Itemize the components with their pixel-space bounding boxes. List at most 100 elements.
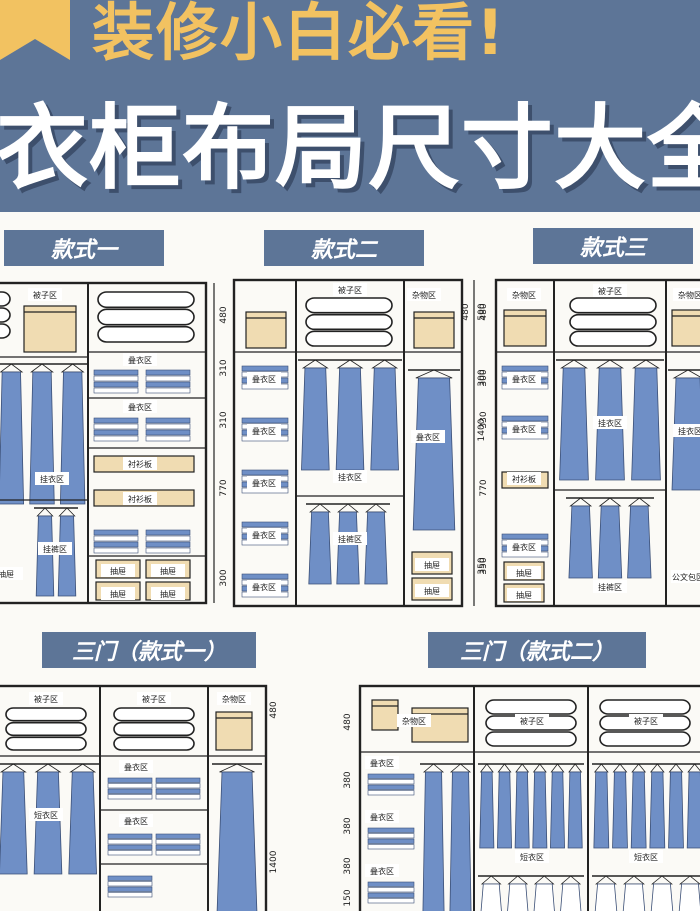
- wardrobe-3-hang-label-bg: [593, 416, 627, 429]
- wardrobe-1-fold-a-fold: [93, 369, 139, 376]
- wardrobe-1-fold-f-fold: [145, 547, 191, 554]
- wardrobe-5-fold-label-b-bg: [365, 810, 399, 823]
- wardrobe-3-hang-label: 挂衣区: [598, 418, 622, 428]
- wardrobe-5-short-d-hanger: [679, 875, 700, 885]
- wardrobe-5-short-a-hanger: [479, 763, 494, 773]
- style-4-title: 三门（款式一）: [42, 632, 256, 668]
- wardrobe-5-short-c-hanger: [631, 763, 647, 773]
- wardrobe-5-short-b-hanger: [480, 875, 502, 885]
- wardrobe-1-quilt-right-layer: [97, 308, 195, 326]
- wardrobe-1-hanging-hanger: [60, 363, 85, 373]
- wardrobe-5-fold-label-c: 叠衣区: [370, 866, 394, 876]
- wardrobe-4-hanging-hanger: [69, 763, 97, 773]
- wardrobe-1-fold-e-fold: [93, 541, 139, 548]
- wardrobe-2-dim-1400: 1400: [477, 418, 487, 441]
- wardrobe-3-shirt-label-bg: [507, 472, 541, 485]
- wardrobe-3-fold-label-b: 叠衣区: [512, 424, 536, 434]
- wardrobe-5-long-garment: [422, 771, 445, 911]
- wardrobe-5-short-a-hanger: [550, 763, 565, 773]
- wardrobe-2-dim-500: 500: [477, 303, 487, 320]
- wardrobe-3-pants-garment: [568, 505, 593, 579]
- wardrobe-4-long-garment: [216, 771, 258, 911]
- wardrobe-5-short-label-c-bg: [629, 850, 663, 863]
- wardrobe-4-frame: [0, 684, 268, 911]
- wardrobe-5-fold-c-fold: [367, 887, 415, 893]
- wardrobe-1-fold-c-fold: [93, 423, 139, 430]
- wardrobe-1-hanging-garment: [29, 371, 55, 505]
- wardrobe-5-short-label-a-bg: [515, 850, 549, 863]
- wardrobe-5-short-b-garment: [480, 883, 502, 911]
- wardrobe-5-short-c-hanger: [687, 763, 700, 773]
- wardrobe-2-fold-c-fold: [241, 469, 289, 476]
- wardrobe-5-short-c-hanger: [612, 763, 628, 773]
- wardrobe-1-fold-a-fold: [93, 387, 139, 394]
- wardrobe-5-short-label-c: 短衣区: [634, 852, 658, 862]
- wardrobe-5-fold-a-fold: [367, 773, 415, 779]
- wardrobe-2-fold-label-d-bg: [247, 528, 281, 541]
- wardrobe-4-quilt-left-layer: [5, 736, 87, 751]
- style-5-title: 三门（款式二）: [428, 632, 646, 668]
- wardrobe-4-short-label: 短衣区: [34, 810, 58, 820]
- wardrobe-4-fold-a-fold: [107, 794, 153, 800]
- wardrobe-5-short-c-garment: [686, 771, 700, 849]
- wardrobe-3-dim-480: 480: [479, 303, 489, 320]
- wardrobe-5-short-c-hanger: [649, 763, 665, 773]
- wardrobe-2-pants-hanger: [337, 503, 359, 513]
- wardrobe-5-long-hanger: [422, 763, 445, 773]
- wardrobe-1-hang-label: 挂衣区: [40, 474, 64, 484]
- headline-main: 衣柜布局尺寸大全: [0, 95, 700, 202]
- wardrobe-2-drawer-label-b: 抽屉: [424, 586, 440, 596]
- wardrobe-1-pants-hanger: [58, 507, 76, 517]
- wardrobe-4-fold-c-fold: [107, 844, 153, 850]
- wardrobe-5-short-b-garment: [560, 883, 582, 911]
- wardrobe-3-quilt-layer: [569, 297, 657, 314]
- wardrobe-3-pants-hanger: [627, 497, 651, 507]
- wardrobe-4-misc-label-bg: [217, 692, 251, 705]
- wardrobe-2-hanging-garment: [370, 367, 399, 471]
- wardrobe-2-hanging-hanger: [301, 359, 329, 369]
- style-2-title: 款式二: [264, 230, 424, 266]
- wardrobe-3-pants-hanger: [569, 497, 593, 507]
- wardrobe-3-fold-label-a: 叠衣区: [512, 374, 536, 384]
- wardrobe-5-misc-label-bg: [397, 714, 431, 727]
- wardrobe-3-misc-label-right: 杂物区: [678, 290, 700, 300]
- wardrobe-4-fold-b-fold: [155, 777, 201, 783]
- wardrobe-5-short-c-garment: [668, 771, 684, 849]
- wardrobe-4-fold-d-fold: [155, 839, 201, 845]
- wardrobe-4-fold-label-1: 叠衣区: [124, 762, 148, 772]
- wardrobe-2-dim-480: 480: [461, 303, 471, 320]
- wardrobe-4-dim-480: 480: [269, 701, 279, 718]
- wardrobe-4-fold-b-fold: [155, 783, 201, 789]
- wardrobe-2-fold-label-d: 叠衣区: [252, 530, 276, 540]
- wardrobe-1-dim-310-a: 310: [219, 359, 229, 376]
- wardrobe-5-short-a-garment: [479, 771, 495, 849]
- wardrobe-1-fold-label-2: 叠衣区: [128, 402, 152, 412]
- wardrobe-1-drawer-side-label-bg: [0, 567, 23, 580]
- wardrobe-3-fold-label-c: 叠衣区: [512, 542, 536, 552]
- wardrobe-1-drawer-label-b: 抽屉: [160, 566, 176, 576]
- wardrobe-1-fold-e-fold: [93, 535, 139, 542]
- wardrobe-5-short-b-garment: [533, 883, 555, 911]
- wardrobe-2-quilt-label-bg: [333, 283, 367, 296]
- wardrobe-5-quilt-right-layer: [599, 699, 691, 715]
- wardrobe-3-pants-garment: [597, 505, 623, 579]
- wardrobe-4-hanging-garment: [0, 771, 28, 875]
- wardrobe-4-fold-e-fold: [107, 886, 153, 892]
- wardrobe-1-drawer-label-a: 抽屉: [110, 566, 126, 576]
- wardrobe-4-fold-a-fold: [107, 783, 153, 789]
- wardrobe-2-fold-label-e-bg: [247, 580, 281, 593]
- wardrobe-5-short-a-garment: [567, 771, 583, 849]
- wardrobe-5-dim-150: 150: [343, 889, 353, 906]
- wardrobe-1-quilt-left-layer: [0, 307, 11, 323]
- wardrobe-2-fold-a-fold: [241, 365, 289, 372]
- wardrobe-5-short-b-garment: [507, 883, 529, 911]
- wardrobe-1-quilt-left-layer: [0, 291, 11, 307]
- wardrobe-1-dim-770: 770: [219, 479, 229, 496]
- wardrobe-3-hanging-hanger: [596, 359, 624, 369]
- wardrobe-2-dim-300: 300: [477, 369, 487, 386]
- wardrobe-3-doc-label: 公文包区: [672, 572, 700, 582]
- wardrobe-2-fold-label-b-bg: [247, 424, 281, 437]
- wardrobe-1-quilt-left-layer: [0, 323, 11, 339]
- wardrobe-5-fold-b-fold: [367, 844, 415, 850]
- wardrobe-5-quilt-label-mid-bg: [515, 714, 549, 727]
